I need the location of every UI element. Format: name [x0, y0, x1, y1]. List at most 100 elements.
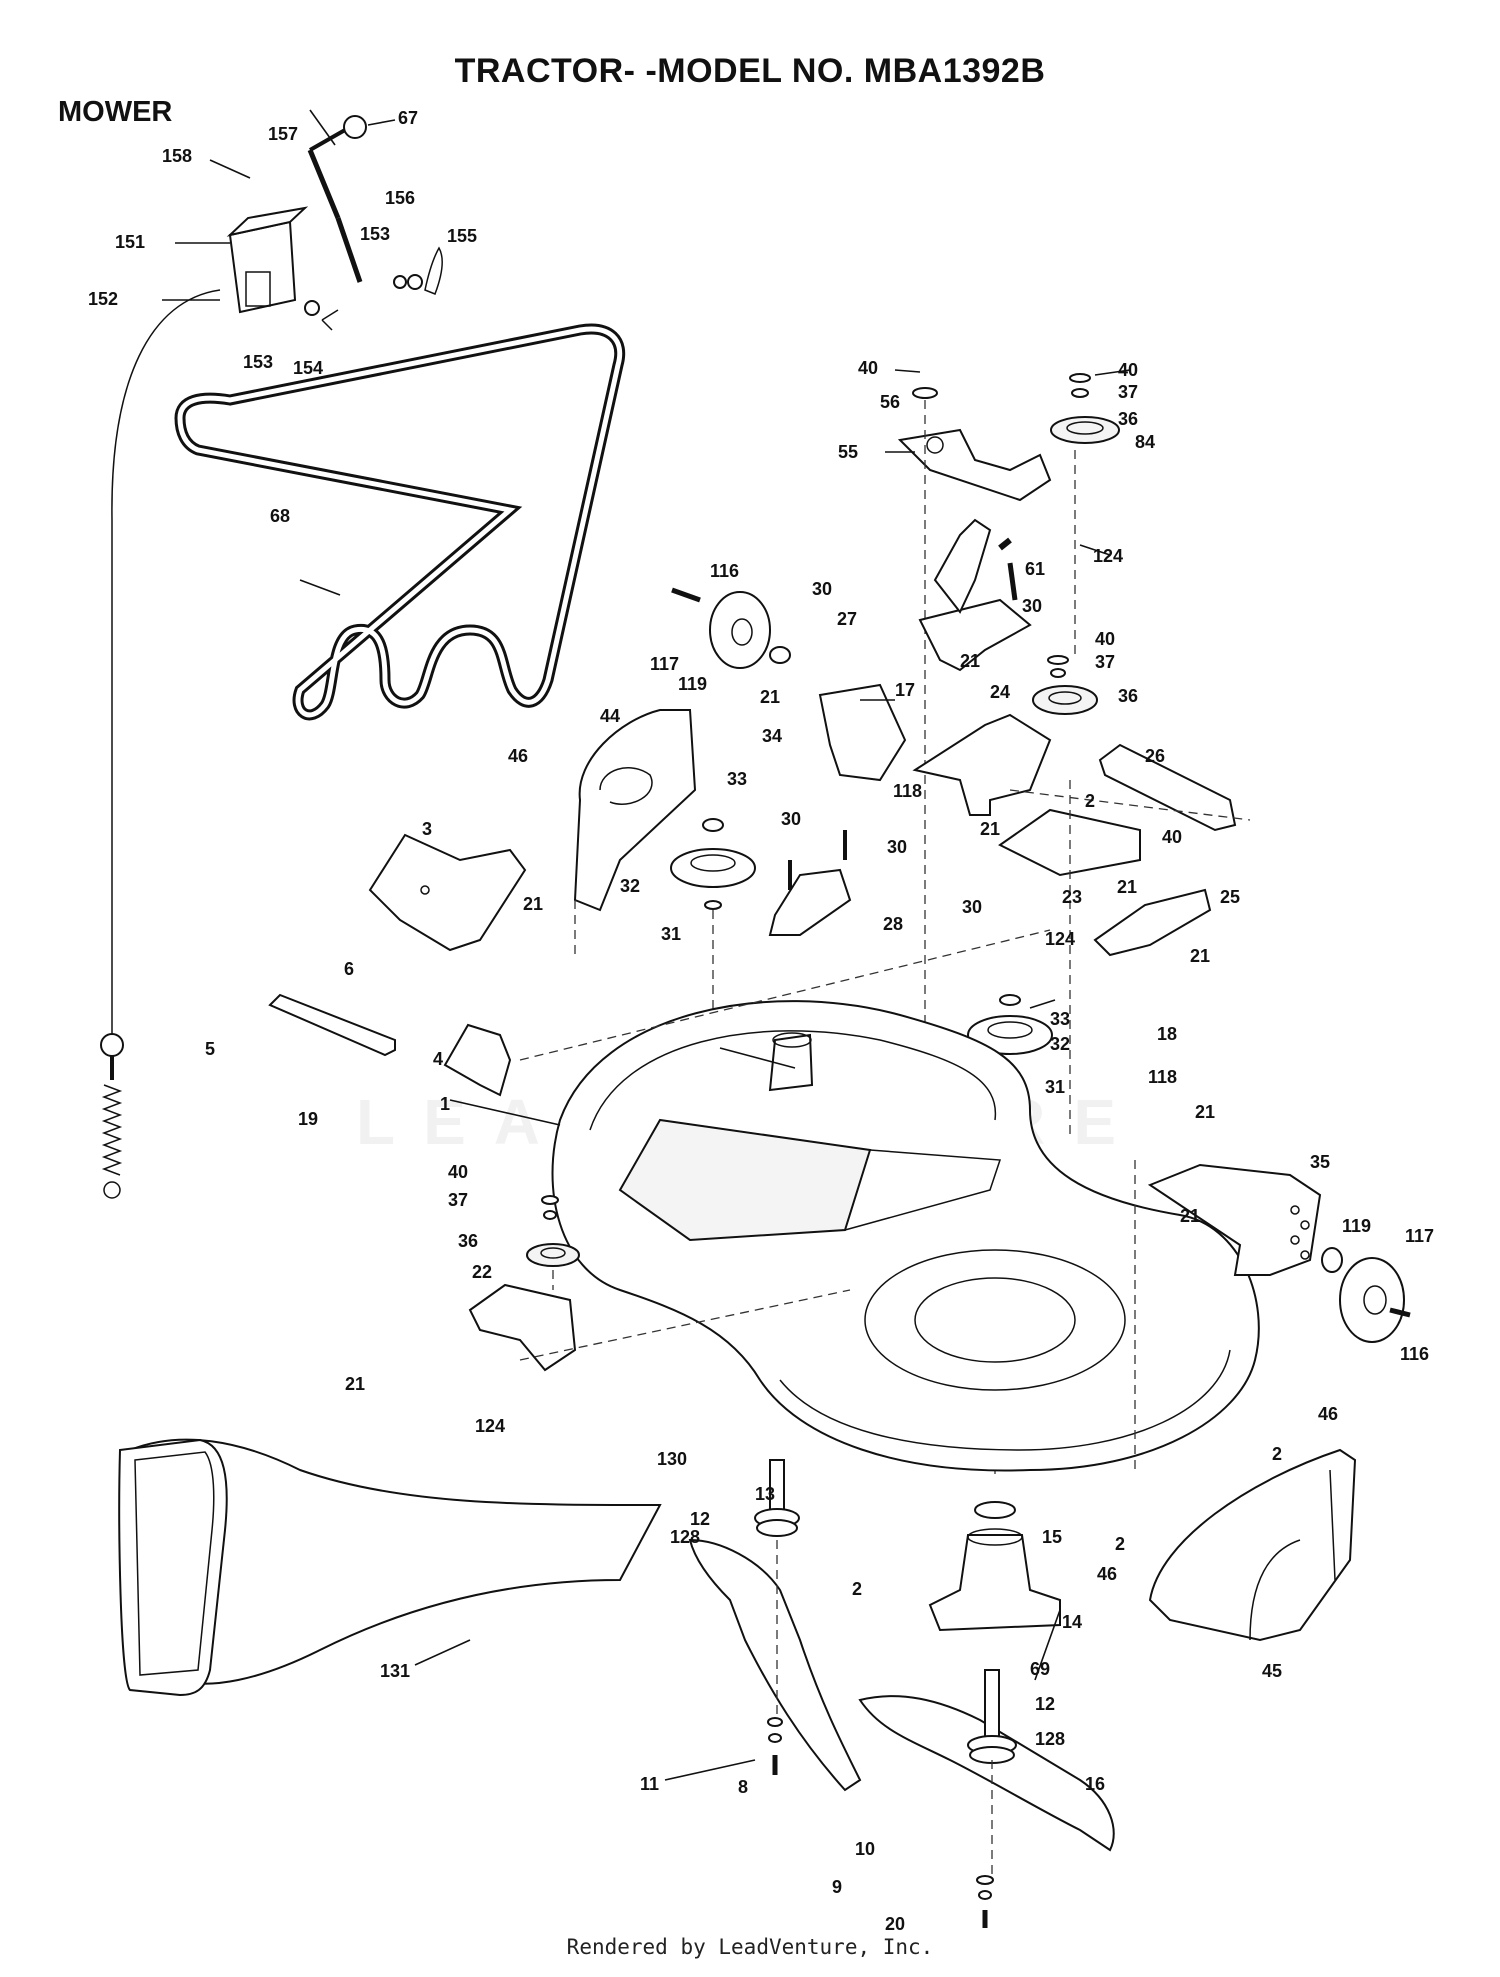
callout: 33 [1050, 1009, 1070, 1029]
leader-lines [162, 109, 1131, 1781]
callout: 36 [1118, 686, 1138, 706]
callout: 19 [298, 1109, 318, 1129]
callout: 151 [115, 232, 145, 252]
blade-16 [858, 1695, 1115, 1852]
callout: 10 [855, 1839, 875, 1859]
callout: 33 [727, 769, 747, 789]
callout: 158 [162, 146, 192, 166]
drive-belt [174, 323, 626, 721]
belt-guard-44 [573, 709, 697, 960]
callout: 21 [1117, 877, 1137, 897]
callout: 124 [1093, 546, 1123, 566]
callout: 44 [600, 706, 620, 726]
callout: 2 [852, 1579, 862, 1599]
callout: 46 [508, 746, 528, 766]
idler-arm-assembly [897, 373, 1120, 1050]
front-hanger-3 [368, 833, 527, 952]
gauge-wheel-left [671, 587, 791, 669]
bracket-27 [918, 518, 1032, 672]
callout: 119 [678, 674, 707, 694]
callout: 152 [88, 289, 118, 309]
callout: 124 [475, 1416, 505, 1436]
section-label: MOWER [58, 96, 173, 128]
callout: 56 [880, 392, 900, 412]
callout: 153 [360, 224, 390, 244]
bracket-25 [1093, 888, 1212, 957]
callout: 27 [837, 609, 857, 629]
callout: 21 [345, 1374, 365, 1394]
callout: 30 [962, 897, 982, 917]
callout: 24 [990, 682, 1010, 702]
callout: 5 [205, 1039, 215, 1059]
belt-cover-45 [1148, 1448, 1357, 1642]
page-title: TRACTOR- -MODEL NO. MBA1392B [454, 52, 1046, 90]
spindle-right [967, 1669, 1017, 1764]
callout: 32 [1050, 1034, 1070, 1054]
callout: 21 [1195, 1102, 1215, 1122]
bracket-34-24 [818, 655, 1098, 816]
callout: 67 [398, 108, 418, 128]
callout: 16 [1085, 1774, 1105, 1794]
spindle-left [754, 1459, 800, 1537]
callout: 84 [1135, 432, 1155, 452]
callout: 37 [448, 1190, 468, 1210]
callout: 13 [755, 1484, 775, 1504]
callout: 117 [650, 654, 679, 674]
callout: 21 [523, 894, 543, 914]
wheel-bracket-35 [1147, 1163, 1411, 1343]
callout: 37 [1118, 382, 1138, 402]
blade-hardware [767, 1717, 994, 1928]
callout: 118 [893, 781, 922, 801]
callout: 68 [270, 506, 290, 526]
lift-lever-assembly [100, 115, 443, 1199]
spindle-housing-14 [928, 1501, 1061, 1632]
callout: 3 [422, 819, 432, 839]
callout: 14 [1062, 1612, 1082, 1632]
callout: 17 [895, 680, 915, 700]
callout: 21 [1180, 1206, 1200, 1226]
callout: 69 [1030, 1659, 1050, 1679]
callout: 21 [1190, 946, 1210, 966]
blade-11 [688, 1538, 862, 1792]
bracket-26 [1098, 743, 1237, 832]
callout: 46 [1318, 1404, 1338, 1424]
callout: 36 [458, 1231, 478, 1251]
callout: 30 [781, 809, 801, 829]
callout: 131 [380, 1661, 410, 1681]
callout: 130 [657, 1449, 687, 1469]
callout: 12 [1035, 1694, 1055, 1714]
callout: 4 [433, 1049, 443, 1069]
callout-labels: 157 67 158 156 151 153 155 152 153 154 6… [88, 108, 1434, 1934]
callout: 2 [1272, 1444, 1282, 1464]
callout: 36 [1118, 409, 1138, 429]
callout: 11 [640, 1774, 659, 1794]
bracket-22 [468, 1195, 580, 1372]
mower-deck [551, 1000, 1260, 1472]
callout: 1 [440, 1094, 450, 1114]
callout: 2 [1115, 1534, 1125, 1554]
callout: 154 [293, 358, 323, 378]
callout: 21 [760, 687, 780, 707]
callout: 9 [832, 1877, 842, 1897]
callout: 116 [710, 561, 739, 581]
callout: 31 [1045, 1077, 1065, 1097]
callout: 117 [1405, 1226, 1434, 1246]
callout: 40 [1162, 827, 1182, 847]
callout: 124 [1045, 929, 1075, 949]
callout: 21 [980, 819, 1000, 839]
callout: 40 [1095, 629, 1115, 649]
assembly-guides [519, 780, 1251, 1875]
callout: 128 [1035, 1729, 1065, 1749]
callout: 153 [243, 352, 273, 372]
callout: 119 [1342, 1216, 1371, 1236]
callout: 40 [858, 358, 878, 378]
callout: 37 [1095, 652, 1115, 672]
callout: 12 [690, 1509, 710, 1529]
callout: 35 [1310, 1152, 1330, 1172]
callout: 30 [812, 579, 832, 599]
discharge-chute [118, 1438, 662, 1697]
callout: 8 [738, 1777, 748, 1797]
callout: 30 [887, 837, 907, 857]
callout: 26 [1145, 746, 1165, 766]
